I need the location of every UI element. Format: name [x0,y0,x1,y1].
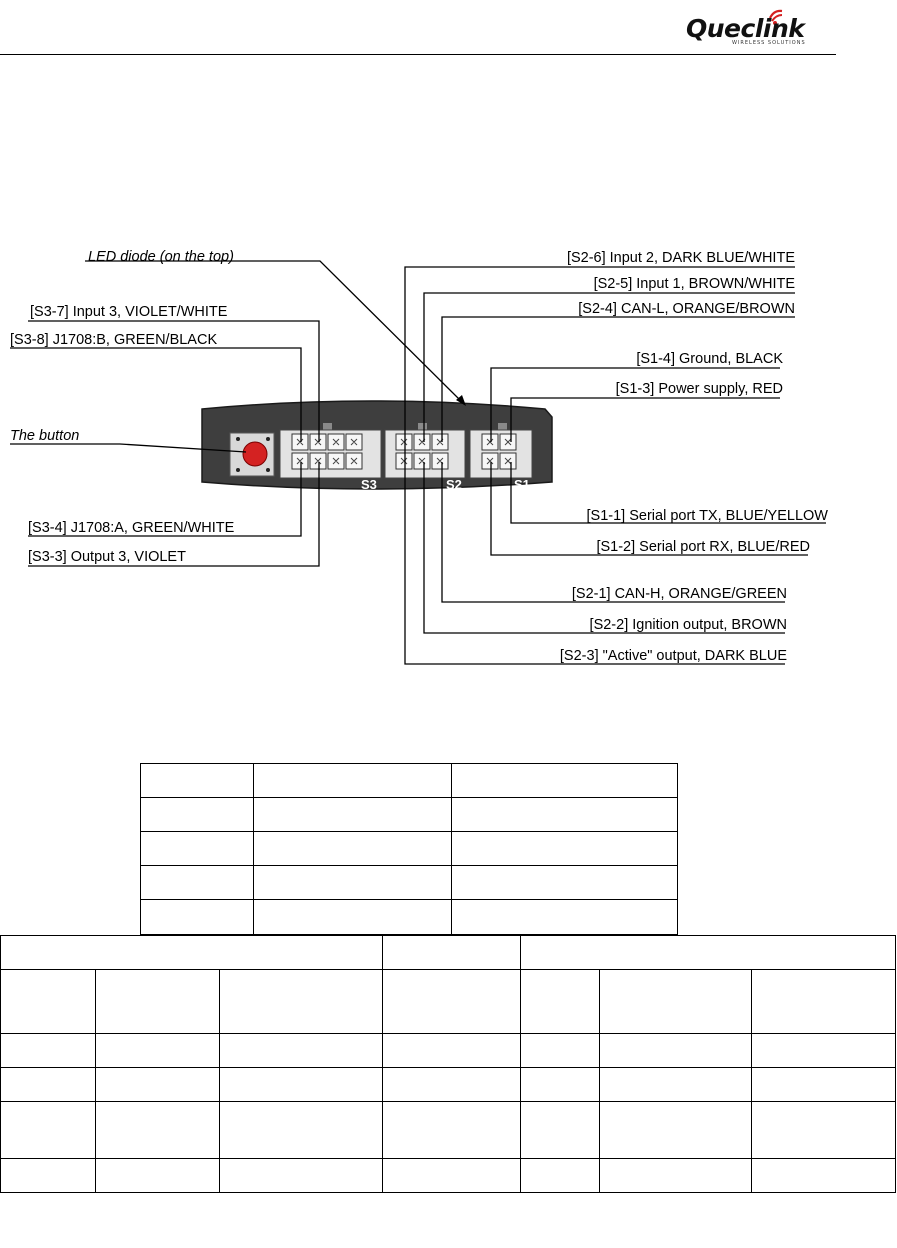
tab [418,423,427,430]
button-label: The button [10,428,79,444]
red-button-icon[interactable] [242,441,268,467]
pin-s2-4-label: [S2-4] CAN-L, ORANGE/BROWN [578,301,795,317]
led-arrow-icon [456,395,466,406]
pin-s1-1-label: [S1-1] Serial port TX, BLUE/YELLOW [587,508,829,524]
signal-waves-icon [769,9,783,25]
pin-marks [296,438,512,465]
empty-table-2 [0,935,896,1193]
pin-s2-3-label: [S2-3] "Active" output, DARK BLUE [560,648,787,664]
tab [323,423,332,430]
header-divider [0,54,836,55]
pin-s2-6-label: [S2-6] Input 2, DARK BLUE/WHITE [567,250,795,266]
pin-s1-3-label: [S1-3] Power supply, RED [616,381,783,397]
logo-subtitle: WIRELESS SOLUTIONS [732,40,806,46]
pin-s2-2-label: [S2-2] Ignition output, BROWN [590,617,787,633]
pin-s3-8-label: [S3-8] J1708:B, GREEN/BLACK [10,332,217,348]
connector-s2-label: S2 [446,477,462,492]
pin-s2-5-label: [S2-5] Input 1, BROWN/WHITE [594,276,796,292]
pin-s1-4-label: [S1-4] Ground, BLACK [636,351,783,367]
led-label: LED diode (on the top) [88,249,234,265]
pin-s2-1-label: [S2-1] CAN-H, ORANGE/GREEN [572,586,787,602]
pin-s1-2-label: [S1-2] Serial port RX, BLUE/RED [596,539,810,555]
empty-table-1 [140,763,678,935]
connector-diagram: S3 S2 S1 LED diode (on the top) [S2-6] I… [10,249,829,665]
logo-wordmark: Queclink [686,14,805,43]
pin-s3-7-label: [S3-7] Input 3, VIOLET/WHITE [30,304,228,320]
queclink-logo: Queclink WIRELESS SOLUTIONS [684,6,834,48]
pin-s3-3-label: [S3-3] Output 3, VIOLET [28,549,186,565]
connector-s3-label: S3 [361,477,377,492]
tab [498,423,507,430]
connector-s1-label: S1 [514,477,530,492]
pin-s3-4-label: [S3-4] J1708:A, GREEN/WHITE [28,520,235,536]
leader-lines [10,260,826,665]
